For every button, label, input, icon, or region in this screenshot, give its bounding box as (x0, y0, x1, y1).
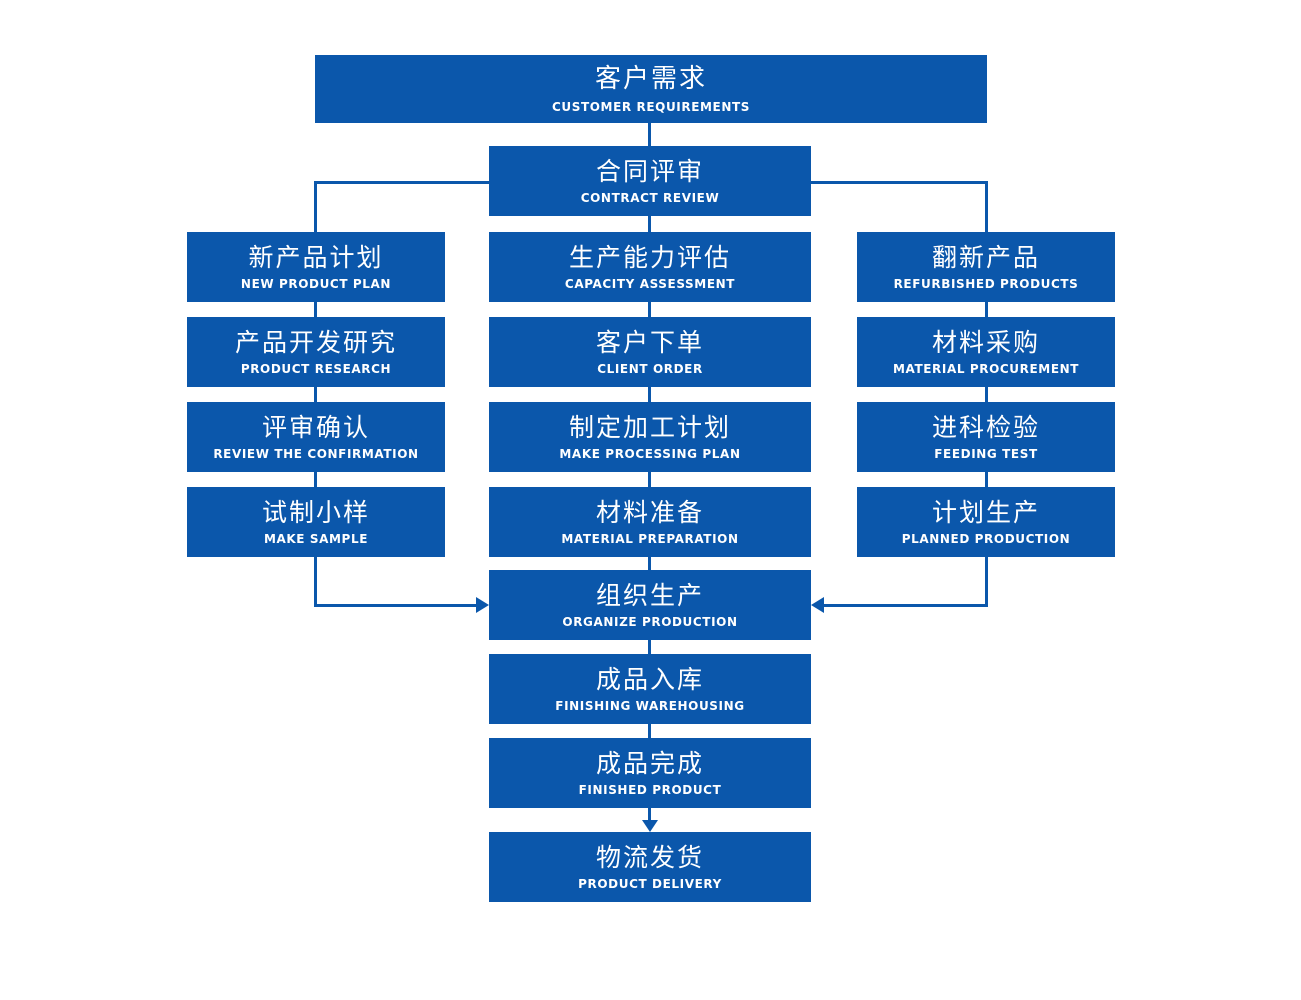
node-title-zh: 物流发货 (595, 843, 704, 872)
node-feeding-test: 进科检验 FEEDING TEST (857, 402, 1115, 472)
node-title-zh: 客户下单 (595, 328, 704, 357)
connector-branch-left-vertical (314, 181, 317, 232)
node-organize-production: 组织生产 ORGANIZE PRODUCTION (489, 570, 811, 640)
node-title-en: PRODUCT DELIVERY (578, 877, 722, 891)
node-make-sample: 试制小样 MAKE SAMPLE (187, 487, 445, 557)
arrow-down-icon (642, 820, 658, 832)
node-refurbished-products: 翻新产品 REFURBISHED PRODUCTS (857, 232, 1115, 302)
node-material-procurement: 材料采购 MATERIAL PROCUREMENT (857, 317, 1115, 387)
connector-organize-to-warehousing (648, 640, 651, 654)
connector-branch-left-horizontal (314, 181, 491, 184)
connector-refurbished-to-procurement (985, 302, 988, 317)
connector-confirmation-to-sample (314, 472, 317, 487)
arrow-right-icon (476, 597, 489, 613)
node-title-zh: 新产品计划 (248, 243, 384, 272)
connector-sample-elbow-vertical (314, 557, 317, 607)
node-title-en: CLIENT ORDER (597, 362, 703, 376)
connector-plan-to-material (648, 472, 651, 487)
connector-research-to-confirmation (314, 387, 317, 402)
connector-planned-elbow-horizontal (824, 604, 988, 607)
node-title-en: MAKE SAMPLE (263, 532, 368, 546)
connector-feeding-to-planned (985, 472, 988, 487)
connector-sample-elbow-horizontal (314, 604, 476, 607)
node-title-zh: 成品完成 (595, 749, 704, 778)
connector-contract-to-capacity (648, 216, 651, 232)
node-make-processing-plan: 制定加工计划 MAKE PROCESSING PLAN (489, 402, 811, 472)
node-title-en: MAKE PROCESSING PLAN (559, 447, 741, 461)
node-title-en: ORGANIZE PRODUCTION (562, 615, 738, 629)
node-title-en: FEEDING TEST (934, 447, 1038, 461)
node-title-zh: 进科检验 (931, 413, 1040, 442)
node-title-en: REFURBISHED PRODUCTS (893, 277, 1079, 291)
node-title-zh: 计划生产 (931, 498, 1040, 527)
node-title-zh: 生产能力评估 (568, 243, 731, 272)
node-title-zh: 组织生产 (595, 581, 704, 610)
node-new-product-plan: 新产品计划 NEW PRODUCT PLAN (187, 232, 445, 302)
node-title-en: PLANNED PRODUCTION (901, 532, 1071, 546)
node-finishing-warehousing: 成品入库 FINISHING WAREHOUSING (489, 654, 811, 724)
connector-customer-to-contract (648, 123, 651, 147)
connector-procurement-to-feeding (985, 387, 988, 402)
arrow-left-icon (811, 597, 824, 613)
node-title-en: CONTRACT REVIEW (580, 191, 720, 205)
node-title-en: REVIEW THE CONFIRMATION (213, 447, 419, 461)
node-title-zh: 材料准备 (595, 498, 704, 527)
node-title-en: FINISHED PRODUCT (578, 783, 722, 797)
node-title-en: MATERIAL PREPARATION (561, 532, 739, 546)
node-title-en: MATERIAL PROCUREMENT (892, 362, 1080, 376)
node-title-en: FINISHING WAREHOUSING (555, 699, 745, 713)
node-product-delivery: 物流发货 PRODUCT DELIVERY (489, 832, 811, 902)
node-title-en: CAPACITY ASSESSMENT (564, 277, 736, 291)
connector-order-to-plan (648, 387, 651, 402)
connector-newplan-to-research (314, 302, 317, 317)
node-title-en: NEW PRODUCT PLAN (240, 277, 392, 291)
node-product-research: 产品开发研究 PRODUCT RESEARCH (187, 317, 445, 387)
node-client-order: 客户下单 CLIENT ORDER (489, 317, 811, 387)
node-title-zh: 评审确认 (261, 413, 370, 442)
connector-branch-right-vertical (985, 181, 988, 232)
connector-capacity-to-order (648, 302, 651, 317)
node-title-zh: 客户需求 (594, 64, 707, 95)
node-title-zh: 翻新产品 (931, 243, 1040, 272)
connector-material-to-organize (648, 557, 651, 570)
node-review-confirmation: 评审确认 REVIEW THE CONFIRMATION (187, 402, 445, 472)
connector-finished-to-delivery (648, 808, 651, 821)
node-customer-requirements: 客户需求 CUSTOMER REQUIREMENTS (315, 55, 987, 123)
node-material-preparation: 材料准备 MATERIAL PREPARATION (489, 487, 811, 557)
node-title-zh: 试制小样 (261, 498, 370, 527)
node-title-en: CUSTOMER REQUIREMENTS (551, 99, 751, 114)
node-title-zh: 材料采购 (931, 328, 1040, 357)
node-title-zh: 产品开发研究 (234, 328, 397, 357)
node-title-en: PRODUCT RESEARCH (240, 362, 392, 376)
node-contract-review: 合同评审 CONTRACT REVIEW (489, 146, 811, 216)
node-title-zh: 合同评审 (595, 157, 704, 186)
connector-warehousing-to-finished (648, 724, 651, 738)
connector-planned-elbow-vertical (985, 557, 988, 607)
node-capacity-assessment: 生产能力评估 CAPACITY ASSESSMENT (489, 232, 811, 302)
node-finished-product: 成品完成 FINISHED PRODUCT (489, 738, 811, 808)
connector-branch-right-horizontal (811, 181, 988, 184)
node-title-zh: 成品入库 (595, 665, 704, 694)
node-title-zh: 制定加工计划 (568, 413, 731, 442)
node-planned-production: 计划生产 PLANNED PRODUCTION (857, 487, 1115, 557)
